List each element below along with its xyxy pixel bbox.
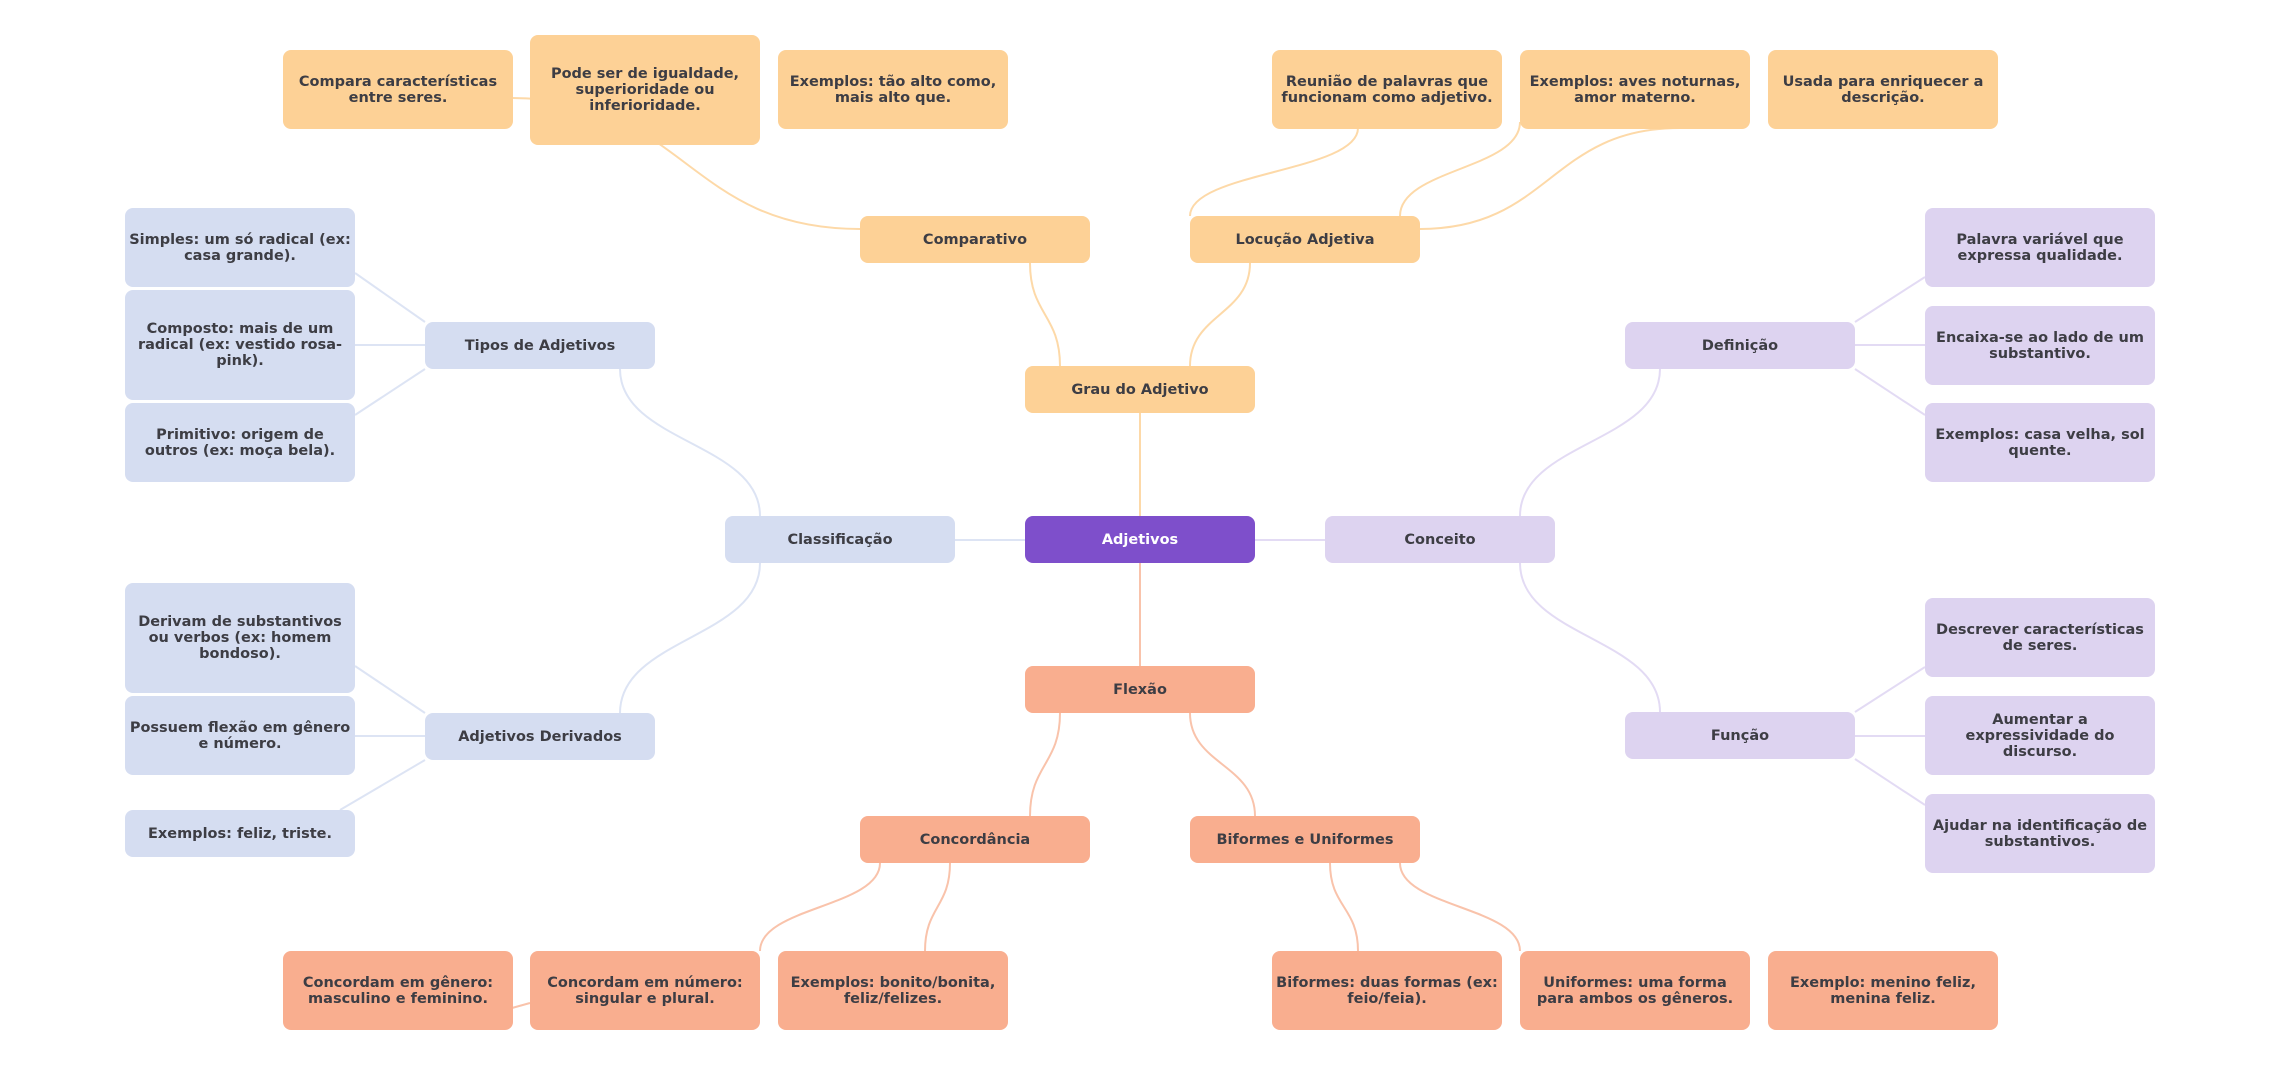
edge-locucao-to-loc1 [1189,127,1359,217]
node-label: Pode ser de igualdade, superioridade ou … [550,66,740,114]
node-comp3[interactable]: Exemplos: tão alto como, mais alto que. [778,50,1008,129]
node-tip1[interactable]: Simples: um só radical (ex: casa grande)… [125,208,355,287]
node-label: Tipos de Adjetivos [464,337,616,354]
edge-grau-to-locucao [1189,262,1251,367]
node-con1[interactable]: Concordam em gênero: masculino e feminin… [283,951,513,1030]
node-label: Biformes: duas formas (ex: feio/feia). [1276,974,1498,1007]
edge-concordancia-to-con1 [511,1002,531,1009]
node-label: Classificação [787,531,893,548]
node-label: Flexão [1113,681,1167,698]
node-flexao[interactable]: Flexão [1025,666,1255,713]
node-label: Descrever características de seres. [1936,621,2144,654]
node-def1[interactable]: Palavra variável que expressa qualidade. [1925,208,2155,287]
node-label: Biformes e Uniformes [1216,831,1394,848]
node-locucao[interactable]: Locução Adjetiva [1190,216,1420,263]
node-label: Exemplos: bonito/bonita, feliz/felizes. [790,974,996,1007]
node-def2[interactable]: Encaixa-se ao lado de um substantivo. [1925,306,2155,385]
node-biformes[interactable]: Biformes e Uniformes [1190,816,1420,863]
edge-locucao-to-loc2 [1399,121,1521,217]
node-tip2[interactable]: Composto: mais de um radical (ex: vestid… [125,290,355,400]
edge-locucao-to-loc3 [1419,127,1681,230]
edge-definicao-to-def3 [1854,368,1926,416]
node-loc2[interactable]: Exemplos: aves noturnas, amor materno. [1520,50,1750,129]
edge-concordancia-to-con3 [924,862,951,952]
node-label: Função [1710,727,1770,744]
edge-funcao-to-fun1 [1854,666,1926,713]
node-label: Palavra variável que expressa qualidade. [1956,231,2124,264]
node-def3[interactable]: Exemplos: casa velha, sol quente. [1925,403,2155,482]
node-conceito[interactable]: Conceito [1325,516,1555,563]
node-label: Conceito [1404,531,1476,548]
edge-tipos-to-tip3 [354,368,426,416]
node-loc1[interactable]: Reunião de palavras que funcionam como a… [1272,50,1502,129]
node-label: Comparativo [922,231,1028,248]
node-label: Grau do Adjetivo [1071,381,1209,398]
node-bif3[interactable]: Exemplo: menino feliz, menina feliz. [1768,951,1998,1030]
edge-derivados-to-der3 [339,759,426,811]
node-definicao[interactable]: Definição [1625,322,1855,369]
node-label: Locução Adjetiva [1235,231,1375,248]
edge-tipos-to-tip1 [354,272,426,323]
edge-concordancia-to-con2 [759,862,881,952]
node-label: Primitivo: origem de outros (ex: moça be… [144,426,336,459]
root-node[interactable]: Adjetivos [1025,516,1255,563]
node-con2[interactable]: Concordam em número: singular e plural. [530,951,760,1030]
node-label: Concordância [919,831,1031,848]
node-bif1[interactable]: Biformes: duas formas (ex: feio/feia). [1272,951,1502,1030]
node-tip3[interactable]: Primitivo: origem de outros (ex: moça be… [125,403,355,482]
node-label: Derivam de substantivos ou verbos (ex: h… [138,614,342,662]
node-label: Ajudar na identificação de substantivos. [1932,817,2148,850]
node-label: Exemplo: menino feliz, menina feliz. [1790,974,1976,1007]
node-label: Encaixa-se ao lado de um substantivo. [1936,329,2144,362]
node-label: Exemplos: feliz, triste. [147,825,333,842]
node-label: Exemplos: aves noturnas, amor materno. [1529,73,1741,106]
edge-conceito-to-definicao [1519,368,1661,517]
node-fun3[interactable]: Ajudar na identificação de substantivos. [1925,794,2155,873]
edge-funcao-to-fun3 [1854,758,1926,806]
edge-biformes-to-bif1 [1329,862,1359,952]
edge-conceito-to-funcao [1519,562,1661,713]
node-tipos[interactable]: Tipos de Adjetivos [425,322,655,369]
node-fun1[interactable]: Descrever características de seres. [1925,598,2155,677]
node-con3[interactable]: Exemplos: bonito/bonita, feliz/felizes. [778,951,1008,1030]
node-der1[interactable]: Derivam de substantivos ou verbos (ex: h… [125,583,355,693]
edge-definicao-to-def1 [1854,276,1926,323]
edge-biformes-to-bif2 [1399,862,1521,952]
node-fun2[interactable]: Aumentar a expressividade do discurso. [1925,696,2155,775]
node-label: Concordam em número: singular e plural. [547,974,743,1007]
node-label: Composto: mais de um radical (ex: vestid… [137,321,343,369]
edge-classificacao-to-tipos [619,368,761,517]
node-concordancia[interactable]: Concordância [860,816,1090,863]
node-label: Compara características entre seres. [298,73,498,106]
node-comparativo[interactable]: Comparativo [860,216,1090,263]
node-label: Adjetivos [1101,531,1179,548]
node-label: Definição [1701,337,1779,354]
node-der2[interactable]: Possuem flexão em gênero e número. [125,696,355,775]
edge-classificacao-to-derivados [619,562,761,714]
node-label: Adjetivos Derivados [458,728,622,745]
node-label: Exemplos: tão alto como, mais alto que. [789,73,997,106]
edge-grau-to-comparativo [1029,262,1061,367]
edge-derivados-to-der1 [354,665,426,714]
node-comp2[interactable]: Pode ser de igualdade, superioridade ou … [530,35,760,145]
node-loc3[interactable]: Usada para enriquecer a descrição. [1768,50,1998,129]
node-label: Uniformes: uma forma para ambos os gêner… [1536,974,1734,1007]
node-funcao[interactable]: Função [1625,712,1855,759]
node-label: Concordam em gênero: masculino e feminin… [302,974,494,1007]
node-bif2[interactable]: Uniformes: uma forma para ambos os gêner… [1520,951,1750,1030]
node-comp1[interactable]: Compara características entre seres. [283,50,513,129]
node-derivados[interactable]: Adjetivos Derivados [425,713,655,760]
node-grau[interactable]: Grau do Adjetivo [1025,366,1255,413]
node-der3[interactable]: Exemplos: feliz, triste. [125,810,355,857]
node-label: Possuem flexão em gênero e número. [129,719,351,752]
node-classificacao[interactable]: Classificação [725,516,955,563]
node-label: Usada para enriquecer a descrição. [1782,73,1984,106]
edge-flexao-to-concordancia [1029,712,1061,817]
node-label: Exemplos: casa velha, sol quente. [1935,426,2145,459]
node-label: Simples: um só radical (ex: casa grande)… [129,231,351,264]
node-label: Reunião de palavras que funcionam como a… [1281,73,1493,106]
edge-flexao-to-biformes [1189,712,1256,817]
node-label: Aumentar a expressividade do discurso. [1965,711,2115,760]
